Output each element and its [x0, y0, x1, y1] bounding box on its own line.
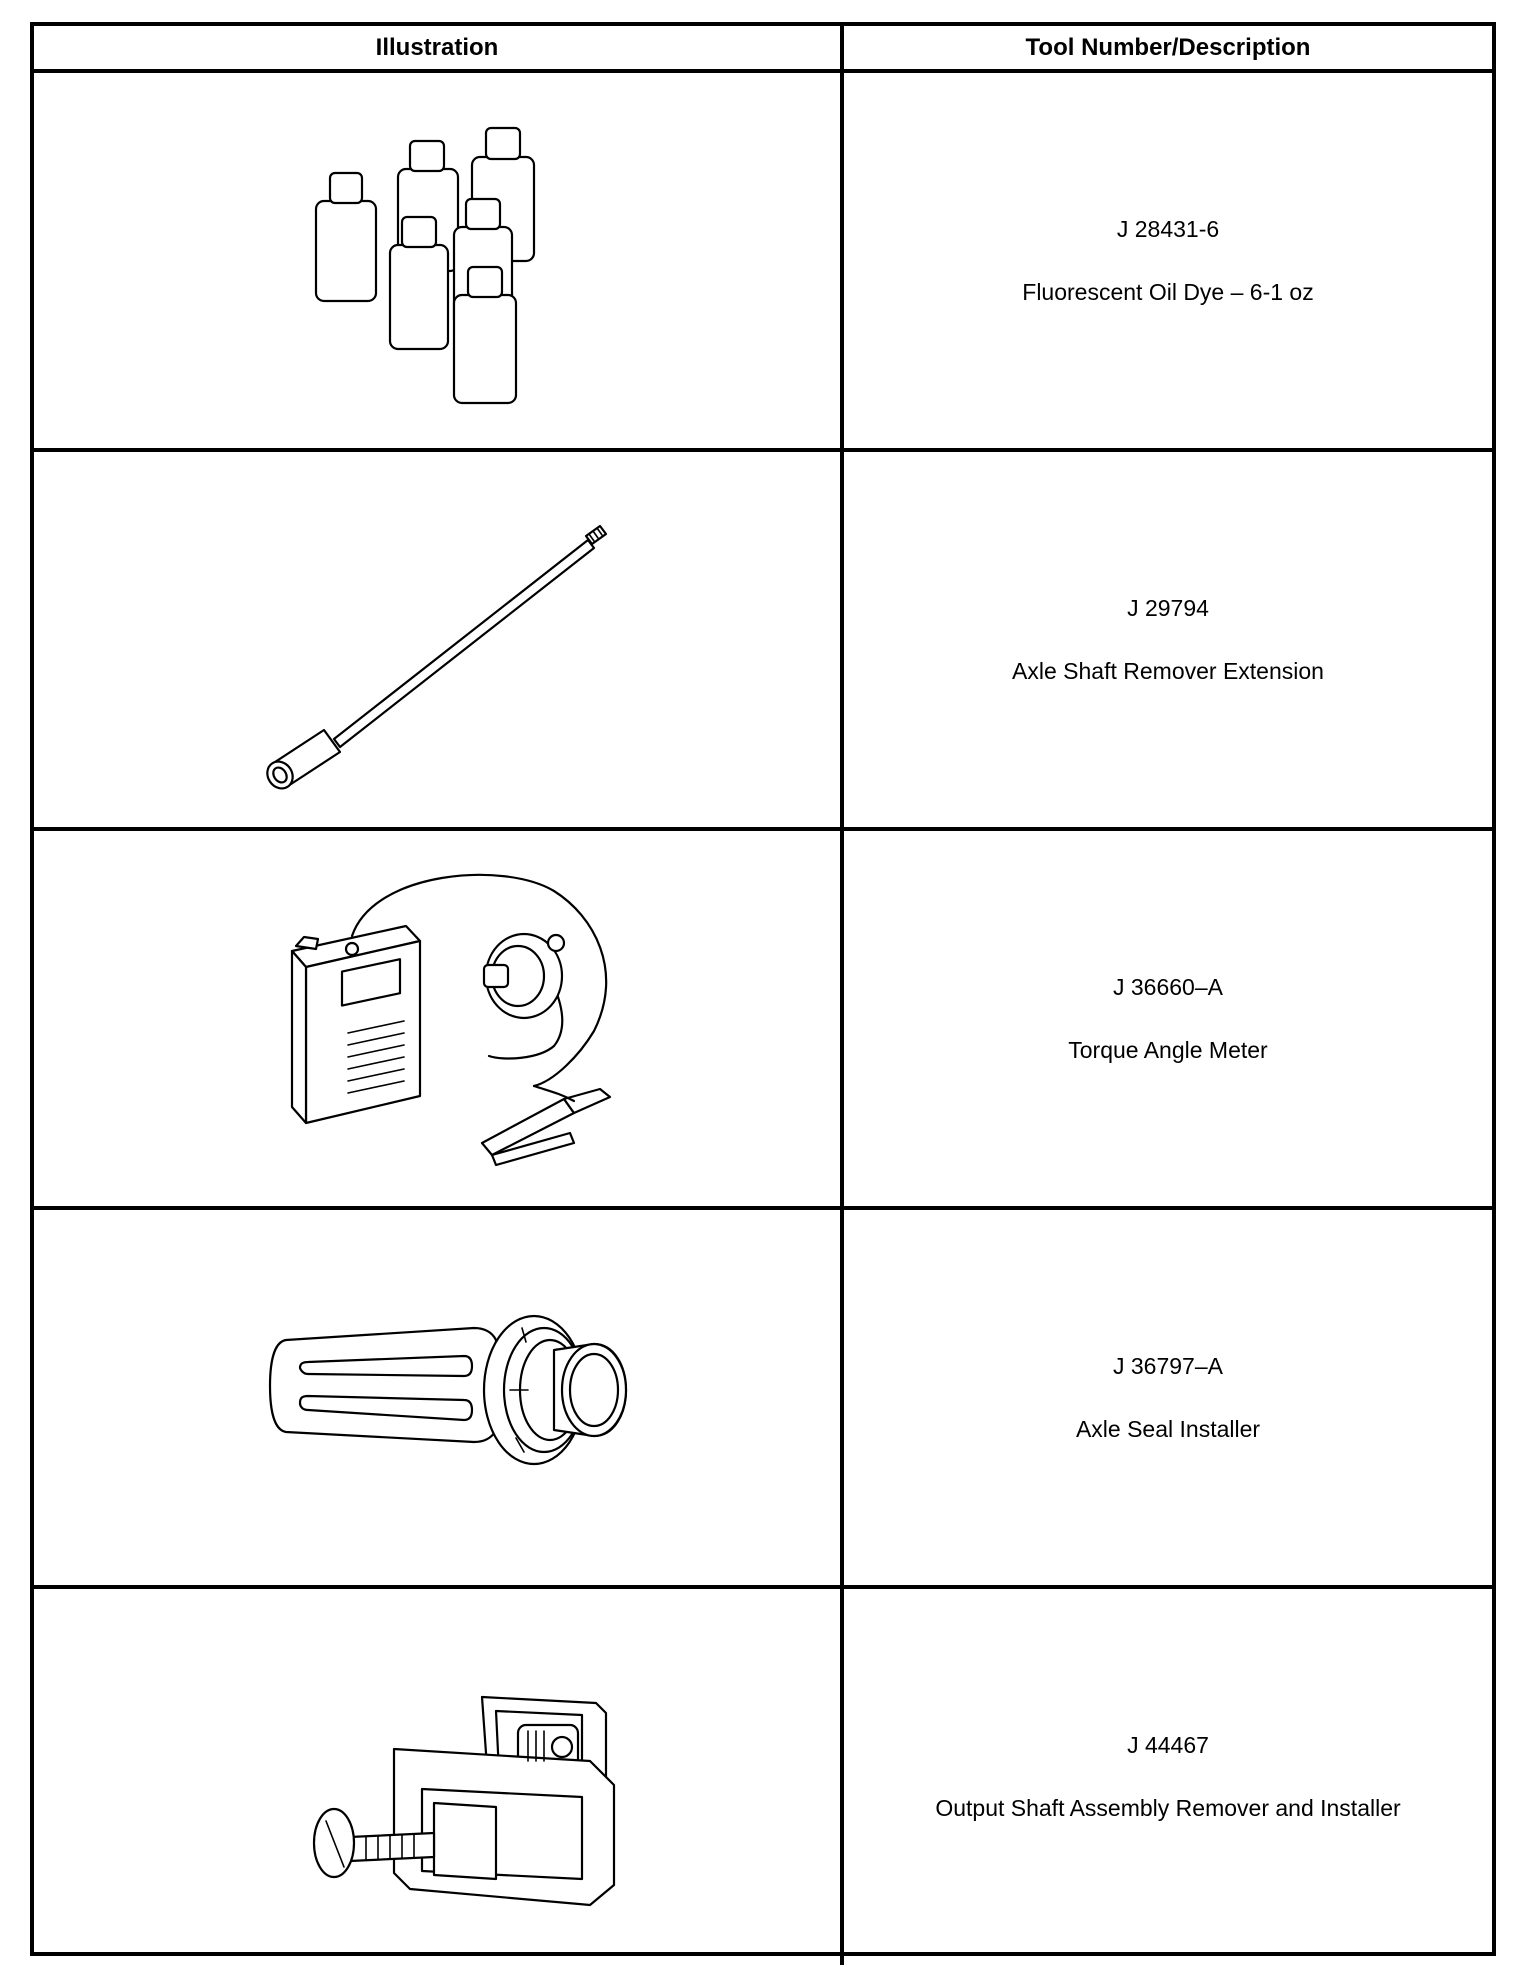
tool-number: J 29794 [1127, 594, 1209, 621]
tool-number: J 28431-6 [1116, 215, 1220, 242]
oil-dye-bottles-icon [34, 73, 840, 448]
tool-description: Torque Angle Meter [1068, 1036, 1268, 1063]
tool-description: Output Shaft Assembly Remover and Instal… [935, 1795, 1401, 1821]
illustration-cell [34, 831, 844, 1206]
header-illustration: Illustration [34, 26, 844, 69]
torque-angle-meter-icon [34, 831, 840, 1206]
illustration-cell [34, 452, 844, 827]
table-row: J 28431-6 Fluorescent Oil Dye – 6-1 oz [34, 73, 1492, 452]
header-tool-description: Tool Number/Description [1025, 33, 1311, 61]
tool-description: Axle Shaft Remover Extension [1012, 657, 1324, 684]
output-shaft-tool-icon [34, 1589, 840, 1965]
tool-description: Fluorescent Oil Dye – 6-1 oz [1022, 278, 1314, 305]
table-row: J 44467 Output Shaft Assembly Remover an… [34, 1589, 1492, 1965]
illustration-cell [34, 1589, 844, 1965]
seal-installer-icon [34, 1210, 840, 1585]
extension-rod-icon [34, 452, 840, 827]
tool-description: Axle Seal Installer [1075, 1415, 1261, 1442]
tool-number: J 36797–A [1113, 1352, 1223, 1379]
illustration-cell [34, 1210, 844, 1585]
description-cell: J 36660–A Torque Angle Meter [844, 831, 1492, 1206]
table-row: J 29794 Axle Shaft Remover Extension [34, 452, 1492, 831]
table-header: Illustration Tool Number/Description [34, 26, 1492, 73]
description-cell: J 28431-6 Fluorescent Oil Dye – 6-1 oz [844, 73, 1492, 448]
special-tools-table: Illustration Tool Number/Description [30, 22, 1496, 1965]
description-cell: J 44467 Output Shaft Assembly Remover an… [844, 1589, 1492, 1965]
description-cell: J 36797–A Axle Seal Installer [844, 1210, 1492, 1585]
table-row: J 36797–A Axle Seal Installer [34, 1210, 1492, 1589]
tool-number: J 44467 [1127, 1732, 1209, 1758]
table-row: J 36660–A Torque Angle Meter [34, 831, 1492, 1210]
description-cell: J 29794 Axle Shaft Remover Extension [844, 452, 1492, 827]
illustration-cell [34, 73, 844, 448]
tool-number: J 36660–A [1113, 973, 1223, 1000]
